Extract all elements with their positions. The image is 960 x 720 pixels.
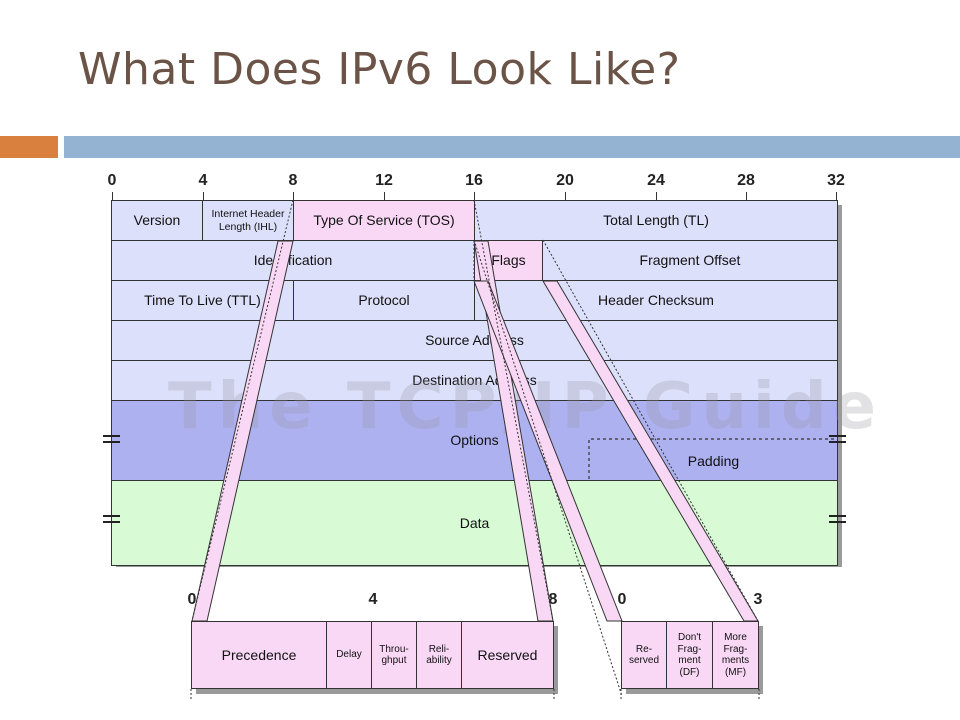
field-identification: Identification [111, 240, 475, 281]
field-version: Version [111, 200, 203, 241]
ruler-tick-28: 28 [737, 172, 755, 189]
field-data: Data [111, 480, 838, 566]
ruler-tick-12: 12 [375, 172, 393, 189]
field-ihl: Internet Header Length (IHL) [202, 200, 294, 241]
field-header-checksum: Header Checksum [474, 280, 838, 321]
tos-delay: Delay [326, 621, 372, 689]
ruler-tick-24: 24 [647, 172, 665, 189]
ruler-tick-16: 16 [465, 172, 483, 189]
slide-title: What Does IPv6 Look Like? [78, 44, 681, 95]
accent-bar-orange [0, 136, 58, 158]
flags-ruler-0: 0 [617, 591, 627, 608]
tos-reserved: Reserved [461, 621, 554, 689]
flag-dont-fragment: Don't Frag- ment (DF) [666, 621, 713, 689]
tos-precedence: Precedence [191, 621, 327, 689]
field-total-length: Total Length (TL) [474, 200, 838, 241]
tos-throughput: Throu- ghput [371, 621, 417, 689]
flag-reserved: Re- served [621, 621, 667, 689]
tos-reliability: Reli- ability [416, 621, 462, 689]
ruler-tick-20: 20 [556, 172, 574, 189]
field-destination-address: Destination Address [111, 360, 838, 401]
flag-more-fragments: More Frag- ments (MF) [712, 621, 759, 689]
ruler-tick-32: 32 [827, 172, 845, 189]
tos-ruler-0: 0 [187, 591, 197, 608]
ruler-tick-4: 4 [198, 172, 208, 189]
field-padding: Padding [687, 452, 740, 469]
field-ttl: Time To Live (TTL) [111, 280, 294, 321]
field-fragment-offset: Fragment Offset [542, 240, 838, 281]
field-source-address: Source Address [111, 320, 838, 361]
tos-ruler-4: 4 [368, 591, 378, 608]
ruler-tick-0: 0 [107, 172, 117, 189]
field-flags: Flags [474, 240, 543, 281]
flags-ruler-3: 3 [753, 591, 763, 608]
ruler-tick-8: 8 [288, 172, 298, 189]
field-tos: Type Of Service (TOS) [293, 200, 475, 241]
accent-bar-blue [64, 136, 960, 158]
tos-ruler-8: 8 [548, 591, 558, 608]
options-label: Options [450, 432, 499, 448]
field-protocol: Protocol [293, 280, 475, 321]
